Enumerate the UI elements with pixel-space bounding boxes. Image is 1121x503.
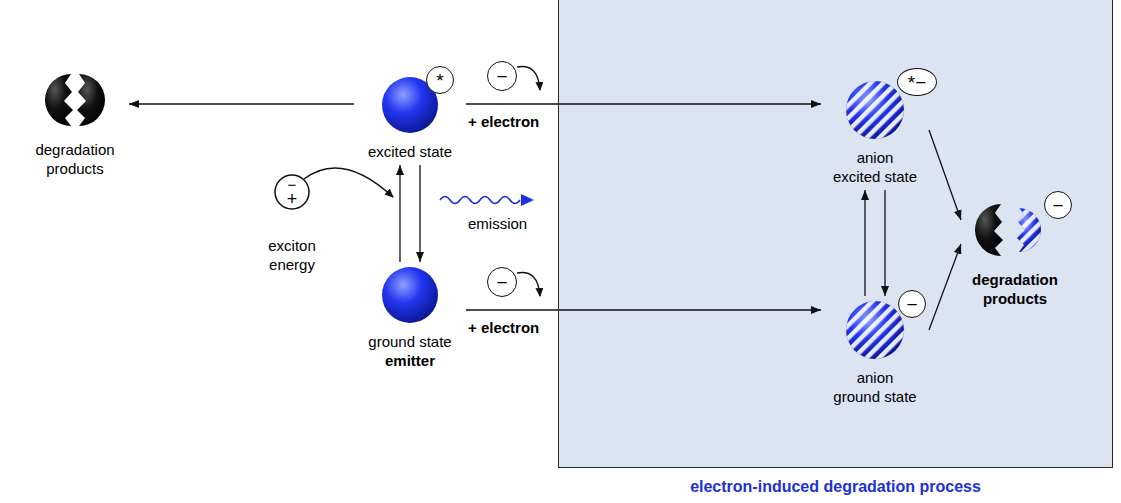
arrow-connector	[419, 165, 420, 262]
exciton-arrow	[304, 168, 393, 197]
region-box: electron-induced degradation process*−an…	[558, 0, 1113, 468]
arrow-connector	[929, 130, 961, 220]
electron-badge: −	[487, 267, 517, 297]
annotation-label: exciton energy	[256, 236, 328, 274]
state-node: ground stateemitter	[358, 266, 462, 370]
annotation-label: emission	[468, 214, 527, 233]
emission-wave	[440, 197, 520, 204]
state-label: excited state	[360, 142, 460, 161]
molecule-sphere	[381, 266, 439, 324]
arrow-connector	[466, 309, 821, 310]
molecule-sphere	[845, 80, 905, 140]
arrow-connector	[466, 103, 821, 104]
charge-badge: −	[1044, 191, 1072, 219]
region-fill	[558, 0, 1113, 468]
electron-arrow	[517, 272, 540, 296]
charge-badge: −	[898, 290, 926, 318]
state-node: −anion ground state	[825, 300, 925, 406]
emission-arrowhead	[521, 194, 534, 206]
charge-badge: *−	[897, 68, 937, 96]
state-label: emitter	[360, 351, 460, 370]
state-label: ground state	[360, 332, 460, 351]
arrow-connector	[129, 103, 354, 104]
arrow-connector	[399, 165, 400, 262]
state-label: degradation products	[29, 140, 121, 178]
state-node: *−anion excited state	[825, 80, 925, 186]
electron-badge: −	[487, 61, 517, 91]
arrow-connector	[864, 190, 865, 296]
edge-label: + electron	[466, 112, 541, 131]
arrow-connector	[884, 190, 885, 296]
degradation-icon	[43, 68, 107, 132]
exciton-charge: +	[280, 190, 304, 208]
state-node: *excited state	[358, 76, 462, 161]
arrow-connector	[929, 244, 961, 330]
region-title: electron-induced degradation process	[559, 477, 1112, 497]
state-node: degradation products	[25, 68, 125, 178]
state-label: degradation products	[967, 270, 1063, 308]
charge-badge: *	[426, 66, 454, 94]
state-node: −degradation products	[965, 198, 1065, 308]
molecule-sphere	[845, 300, 905, 360]
state-label: anion excited state	[832, 148, 918, 186]
electron-arrow	[517, 66, 540, 90]
edge-label: + electron	[466, 318, 541, 337]
state-label: anion ground state	[832, 368, 918, 406]
exciton-badge	[275, 175, 309, 209]
